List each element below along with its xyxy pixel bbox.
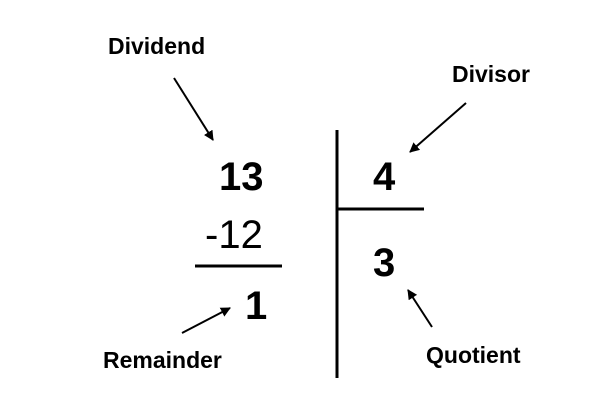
dividend-arrow: [173, 77, 214, 141]
quotient-value: 3: [373, 241, 396, 285]
remainder-label: Remainder: [103, 347, 222, 373]
quotient-arrow: [407, 289, 433, 328]
dividend-value: 13: [219, 155, 264, 199]
divisor-arrow: [409, 102, 467, 153]
divisor-value: 4: [373, 155, 396, 199]
remainder-value: 1: [245, 284, 268, 328]
dividend-label: Dividend: [108, 33, 206, 59]
quotient-label: Quotient: [426, 342, 521, 368]
remainder-arrow: [181, 307, 231, 334]
subtracted-value: -12: [205, 213, 263, 257]
divisor-label: Divisor: [452, 61, 530, 87]
